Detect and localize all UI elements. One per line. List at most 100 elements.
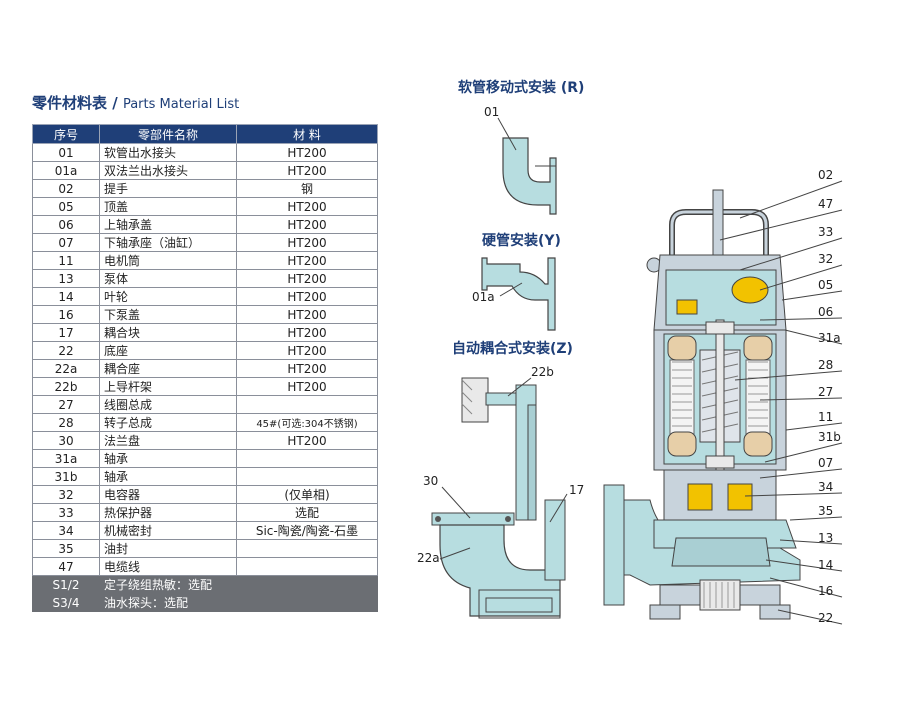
- callout-17: 17: [569, 483, 584, 497]
- section-title-z: 自动耦合式安装(Z): [452, 340, 573, 357]
- label-01: 01: [484, 105, 517, 151]
- callout-line: [744, 492, 843, 497]
- callout-line: [739, 237, 843, 271]
- callout-line: [769, 577, 843, 598]
- callout-line: [739, 180, 843, 219]
- callout-line: [719, 209, 843, 241]
- callout-06: 06: [818, 305, 833, 319]
- callout-31b: 31b: [818, 430, 841, 444]
- material-cell: Sic-陶瓷/陶瓷-石墨: [236, 521, 378, 540]
- title-sep: /: [107, 94, 123, 112]
- material-cell: HT200: [236, 341, 378, 360]
- callout-line: [777, 609, 843, 625]
- callout-line: [759, 468, 843, 479]
- part-no-cell: 06: [32, 215, 100, 234]
- callout-line: [779, 539, 843, 545]
- callout-11: 11: [818, 410, 833, 424]
- callout-32: 32: [818, 252, 833, 266]
- callout-line: [785, 422, 843, 431]
- parts-list-title: 零件材料表 / Parts Material List: [32, 92, 239, 113]
- callout-35: 35: [818, 504, 833, 518]
- material-cell: HT200: [236, 305, 378, 324]
- material-cell: HT200: [236, 359, 378, 378]
- callout-07: 07: [818, 456, 833, 470]
- material-cell: HT200: [236, 197, 378, 216]
- part-no-cell: 28: [32, 413, 100, 432]
- callout-34: 34: [818, 480, 833, 494]
- part-name-cell: 轴承: [99, 449, 237, 468]
- footer-note-cell: 油水探头：选配: [99, 593, 378, 612]
- col-header-no: 序号: [32, 124, 100, 144]
- callout-line: [784, 329, 843, 345]
- section-title-y: 硬管安装(Y): [482, 232, 561, 249]
- part-no-cell: 14: [32, 287, 100, 306]
- callout-22b: 22b: [531, 365, 554, 379]
- part-no-cell: 31a: [32, 449, 100, 468]
- col-header-material: 材 料: [236, 124, 378, 144]
- part-name-cell: 双法兰出水接头: [99, 161, 237, 180]
- part-name-cell: 软管出水接头: [99, 143, 237, 162]
- part-no-cell: 01a: [32, 161, 100, 180]
- callout-30: 30: [423, 474, 438, 488]
- callout-22a: 22a: [417, 551, 440, 565]
- material-cell: HT200: [236, 251, 378, 270]
- part-name-cell: 电缆线: [99, 557, 237, 576]
- part-name-cell: 线圈总成: [99, 395, 237, 414]
- callout-01a: 01a: [472, 290, 495, 304]
- callout-line: [764, 442, 843, 463]
- callout-05: 05: [818, 278, 833, 292]
- footer-code-cell: S1/2: [32, 575, 100, 594]
- callout-line: [789, 516, 843, 521]
- part-no-cell: 27: [32, 395, 100, 414]
- footer-code-cell: S3/4: [32, 593, 100, 612]
- section-title-r: 软管移动式安装 (R): [458, 79, 584, 96]
- callout-47: 47: [818, 197, 833, 211]
- part-no-cell: 35: [32, 539, 100, 558]
- auto-coupling-assembly: [431, 377, 566, 619]
- callout-28: 28: [818, 358, 833, 372]
- callout-01: 01: [484, 105, 499, 119]
- hose-outlet-elbow: [502, 137, 557, 215]
- callout-line: [759, 264, 843, 291]
- title-en: Parts Material List: [122, 97, 240, 112]
- callout-line: [765, 559, 843, 572]
- callout-13: 13: [818, 531, 833, 545]
- callout-33: 33: [818, 225, 833, 239]
- part-name-cell: 泵体: [99, 269, 237, 288]
- callout-16: 16: [818, 584, 833, 598]
- title-cn: 零件材料表: [32, 94, 108, 112]
- callout-22: 22: [818, 611, 833, 625]
- double-flange-elbow: [481, 257, 556, 331]
- callout-line: [781, 290, 843, 301]
- callout-line: [734, 370, 843, 381]
- footer-note-cell: 定子绕组热敏：选配: [99, 575, 378, 594]
- callout-27: 27: [818, 385, 833, 399]
- z-labels: 22b 30 17 22a: [417, 365, 584, 565]
- callout-line: [759, 317, 843, 321]
- callout-14: 14: [818, 558, 833, 572]
- part-no-cell: 01: [32, 143, 100, 162]
- pump-cross-section: [603, 189, 801, 620]
- label-01a: 01a: [472, 282, 523, 304]
- callout-line: [759, 397, 843, 401]
- callout-02: 02: [818, 168, 833, 182]
